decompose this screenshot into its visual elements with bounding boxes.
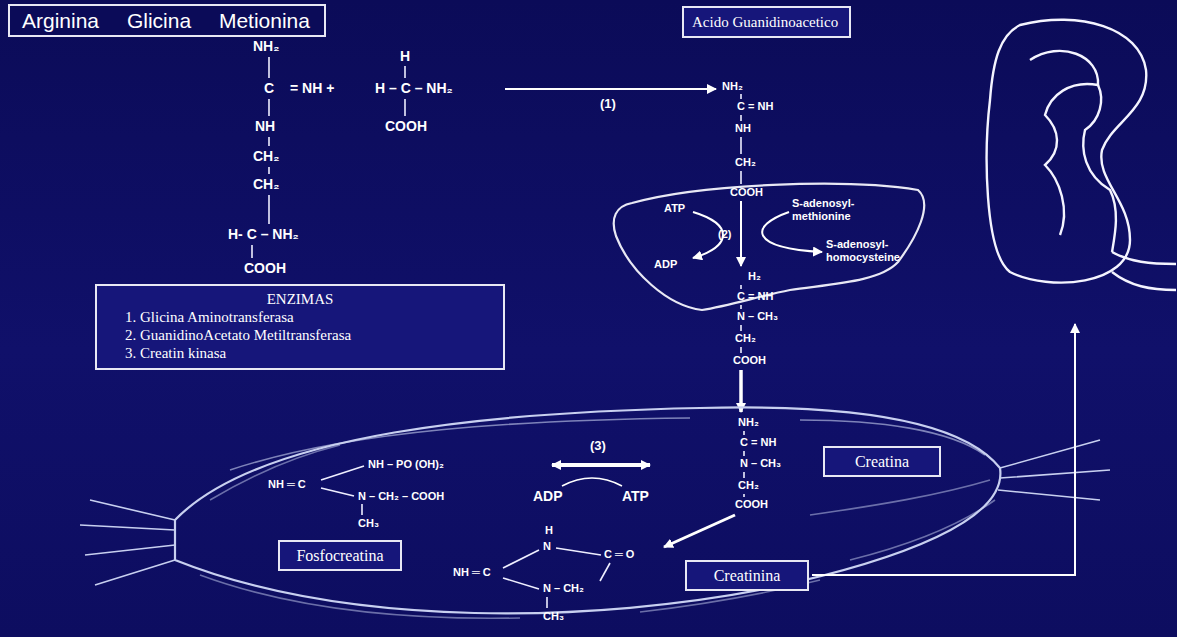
liver-outline — [614, 184, 924, 310]
formula-label: COOH — [730, 186, 763, 199]
callout-number: (3) — [590, 438, 606, 454]
compound-box: Fosfocreatina — [278, 540, 402, 571]
cofactor-arc — [562, 478, 622, 486]
formula-label: NH — [255, 118, 275, 135]
reversible-arrow — [552, 463, 650, 467]
formula-label: CH₂ — [253, 148, 279, 165]
compound-box: Creatinina — [685, 560, 809, 591]
enzyme-item: 1. Glicina Aminotransferasa — [111, 308, 489, 326]
enzyme-list-box: ENZIMAS1. Glicina Aminotransferasa2. Gua… — [95, 284, 505, 370]
formula-label: CH₃ — [543, 610, 564, 623]
kidney-illustration — [987, 20, 1176, 290]
cofactor-label: ATP — [622, 488, 649, 505]
compound-box: Creatina — [823, 446, 941, 477]
formula-label: N — [543, 540, 551, 553]
formula-label: CH₂ — [735, 332, 756, 345]
formula-label: C — [264, 80, 274, 97]
formula-label: NH₂ — [253, 38, 279, 55]
cofactor-label: ATP — [664, 202, 685, 215]
formula-label: H₂ — [748, 270, 761, 283]
box-text: Acido Guanidinoacetico — [692, 13, 841, 31]
formula-label: COOH — [385, 118, 427, 135]
formula-label: N – CH₃ — [740, 457, 781, 470]
formula-label: CH₂ — [253, 176, 279, 193]
formula-label: = NH + — [290, 80, 334, 97]
formula-label: CH₂ — [738, 479, 759, 492]
box-text: Arginina Glicina Metionina — [22, 8, 312, 33]
transport-arrow — [739, 370, 743, 412]
formula-label: NH ═ C — [268, 478, 306, 491]
box-text: Fosfocreatina — [292, 546, 388, 565]
formula-label: NH – PO (OH)₂ — [368, 458, 444, 471]
formula-label: CH₂ — [735, 156, 756, 169]
title-box: Arginina Glicina Metionina — [8, 4, 326, 37]
formula-label: C = NH — [737, 290, 773, 303]
list-heading: ENZIMAS — [111, 290, 489, 308]
formula-label: C ═ O — [604, 548, 634, 561]
reaction-arrow — [740, 201, 742, 266]
formula-label: N – CH₂ — [543, 582, 584, 595]
callout-number: (2) — [718, 228, 731, 241]
enzyme-item: 3. Creatin kinasa — [111, 344, 489, 362]
formula-label: N – CH₂ – COOH — [358, 490, 444, 503]
formula-label: H — [400, 48, 410, 65]
excretion-line — [812, 324, 1075, 575]
formula-label: C = NH — [740, 436, 776, 449]
cofactor-label: ADP — [533, 488, 563, 505]
cofactor-label: S-adenosyl- methionine — [792, 197, 876, 223]
formula-label: NH ═ C — [453, 566, 491, 579]
compound-box: Acido Guanidinoacetico — [682, 6, 851, 38]
formula-label: C = NH — [737, 100, 773, 113]
formula-label: NH — [735, 122, 751, 135]
formula-label: COOH — [244, 260, 286, 277]
formula-label: H — [545, 524, 553, 537]
formula-label: NH₂ — [738, 416, 759, 429]
reaction-arrow — [505, 88, 716, 90]
muscle-illustration — [80, 407, 1110, 618]
formula-label: H- C – NH₂ — [228, 226, 299, 243]
formula-label: COOH — [733, 354, 766, 367]
cofactor-label: ADP — [654, 258, 677, 271]
enzyme-item: 2. GuanidinoAcetato Metiltransferasa — [111, 326, 489, 344]
cofactor-label: S-adenosyl- homocysteine — [826, 238, 918, 264]
formula-label: H – C – NH₂ — [375, 80, 453, 97]
box-text: Creatinina — [699, 566, 795, 585]
callout-number: (1) — [600, 96, 616, 112]
formula-label: COOH — [735, 498, 768, 511]
box-text: Creatina — [837, 452, 927, 471]
formula-label: NH₂ — [722, 80, 743, 93]
formula-label: CH₃ — [358, 517, 379, 530]
formula-label: N – CH₃ — [737, 310, 778, 323]
reaction-arrow — [664, 515, 735, 547]
